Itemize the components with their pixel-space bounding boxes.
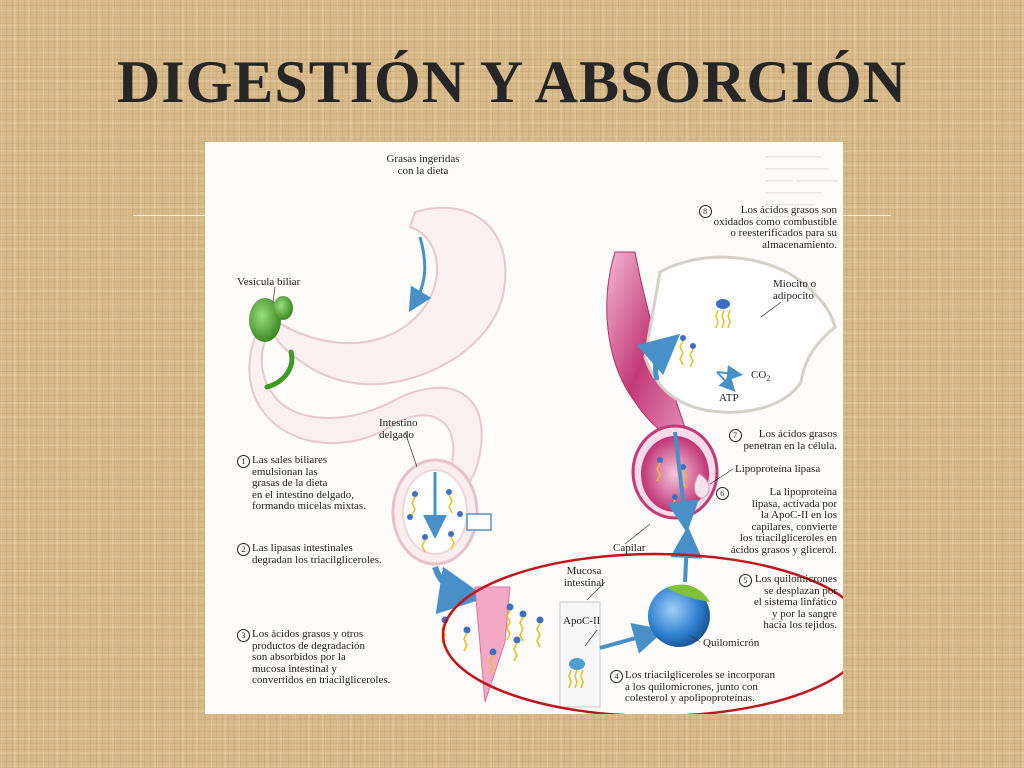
step-number: 8 xyxy=(698,205,712,218)
step-text: Los ácidos grasos y otros productos de d… xyxy=(252,628,391,686)
step-number: 2 xyxy=(237,543,250,556)
label-mucosa-intestinal: Mucosa intestinal xyxy=(563,565,605,589)
label-intestino-delgado: Intestino delgado xyxy=(379,417,418,441)
label-co2-subscript: 2 xyxy=(766,374,771,384)
step-text: Las sales biliares emulsionan las grasas… xyxy=(252,454,366,512)
label-lipoproteina-lipasa: Lipoproteína lipasa xyxy=(735,463,821,475)
step-text: Los ácidos grasos son oxidados como comb… xyxy=(713,204,837,251)
step-text: Los triacilgliceroles se incorporan a lo… xyxy=(625,669,775,704)
slide-title: DIGESTIÓN Y ABSORCIÓN xyxy=(116,49,908,115)
bleed-through-text: ──────── ───────── ──── ────── ──────── … xyxy=(765,152,839,223)
step-text: Los ácidos grasos penetran en la célula. xyxy=(743,428,837,452)
step-number: 3 xyxy=(237,629,250,642)
title-rule-left xyxy=(133,215,205,216)
label-co2: CO2 xyxy=(751,369,770,385)
stomach-illustration xyxy=(270,206,507,386)
label-capilar: Capilar xyxy=(613,542,646,554)
highlight-ellipse xyxy=(441,552,843,714)
step-number: 5 xyxy=(738,574,752,587)
flow-arrow xyxy=(432,565,487,615)
mucosa-section xyxy=(441,586,666,708)
myocyte-cell xyxy=(636,255,837,533)
intestine-cross-section xyxy=(391,458,492,566)
label-atp: ATP xyxy=(719,392,739,404)
leader-lines xyxy=(272,286,782,647)
label-apoc-ii: ApoC-II xyxy=(563,615,601,627)
step-number: 4 xyxy=(610,670,623,683)
step-text: La lipoproteína lipasa, activada por la … xyxy=(730,486,837,556)
label-grasas-ingeridas: Grasas ingeridas con la dieta xyxy=(386,153,460,177)
step-number: 7 xyxy=(728,429,742,442)
step-text: Las lipasas intestinales degradan los tr… xyxy=(252,542,382,566)
step-number: 1 xyxy=(237,455,250,468)
label-co2-text: CO xyxy=(751,369,767,381)
title-rule-right xyxy=(843,215,891,216)
label-vesicula-biliar: Vesícula biliar xyxy=(237,276,301,288)
diagram-artwork xyxy=(248,206,843,714)
gallbladder-illustration xyxy=(249,296,295,390)
step-number: 6 xyxy=(715,487,729,500)
label-miocito: Miocito o adipocito xyxy=(773,278,817,302)
step-text: Los quilomicrones se desplazan por el si… xyxy=(753,573,837,631)
diagram-panel: ──────── ───────── ──── ────── ──────── … xyxy=(205,142,843,714)
label-quilomicron: Quilomicrón xyxy=(703,637,760,649)
chylomicron-sphere xyxy=(648,526,710,647)
